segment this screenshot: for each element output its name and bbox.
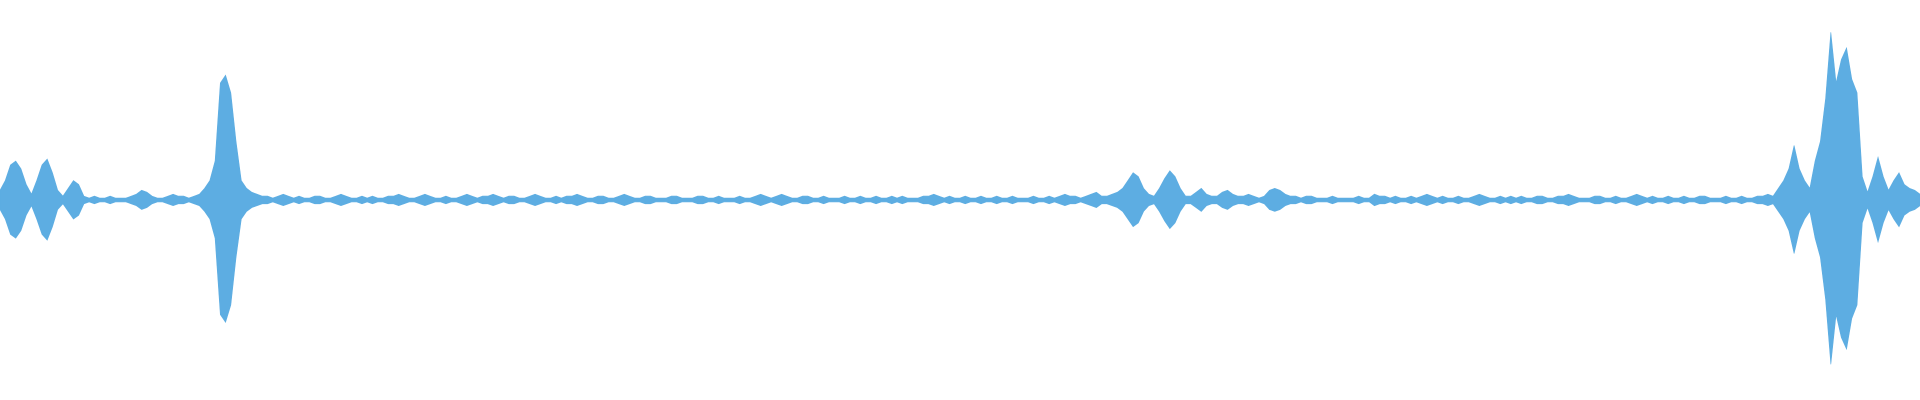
- waveform-shape: [0, 32, 1920, 365]
